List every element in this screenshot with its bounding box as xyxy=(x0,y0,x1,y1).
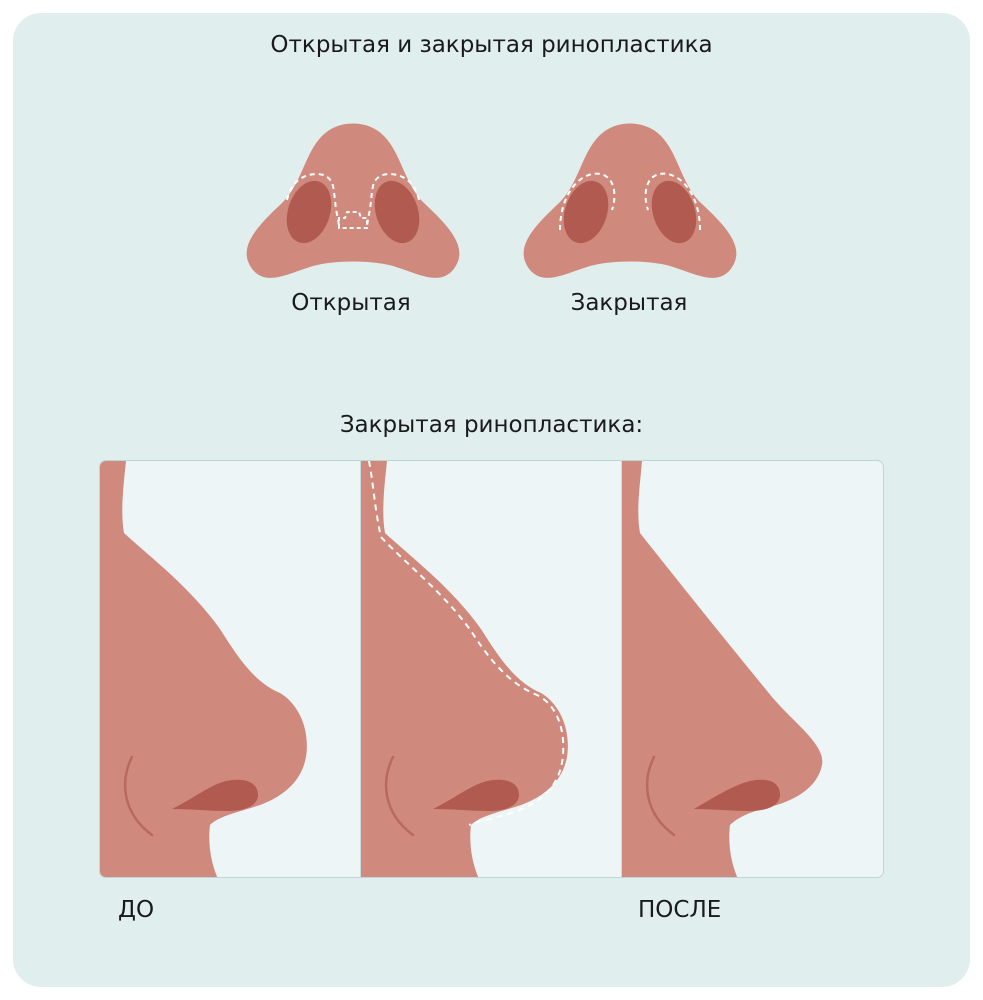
face-profile xyxy=(622,461,823,877)
page-title: Открытая и закрытая ринопластика xyxy=(270,32,713,58)
incision-left xyxy=(559,172,616,231)
nostril xyxy=(433,779,519,811)
face-profile xyxy=(100,461,307,877)
section-subtitle: Закрытая ринопластика: xyxy=(339,412,644,438)
incision-right xyxy=(644,172,701,231)
alar-crease xyxy=(123,755,154,837)
label-before: ДО xyxy=(118,897,155,923)
nostril xyxy=(694,779,780,811)
nostril-right xyxy=(651,180,697,244)
nose-base-shape xyxy=(523,123,737,278)
label-closed: Закрытая xyxy=(570,290,688,316)
nose-profile-before-icon xyxy=(100,461,307,877)
nose-bottom-closed-icon xyxy=(523,123,737,278)
incision-line xyxy=(368,461,565,826)
label-open: Открытая xyxy=(291,290,411,316)
nose-profile-during-icon xyxy=(361,461,568,877)
profile-panels xyxy=(99,460,884,878)
face-profile xyxy=(361,461,568,877)
incision-left xyxy=(286,172,340,229)
nostril xyxy=(172,779,258,811)
incision-right xyxy=(366,172,420,229)
nose-bottom-open-icon xyxy=(246,123,460,278)
nostril-left xyxy=(286,180,332,244)
nostril-right xyxy=(374,180,420,244)
nostril-left xyxy=(563,180,609,244)
label-after: ПОСЛЕ xyxy=(638,897,722,923)
alar-crease xyxy=(645,755,676,837)
nose-profile-after-icon xyxy=(622,461,823,877)
nose-base-shape xyxy=(246,123,460,278)
alar-crease xyxy=(384,755,415,837)
